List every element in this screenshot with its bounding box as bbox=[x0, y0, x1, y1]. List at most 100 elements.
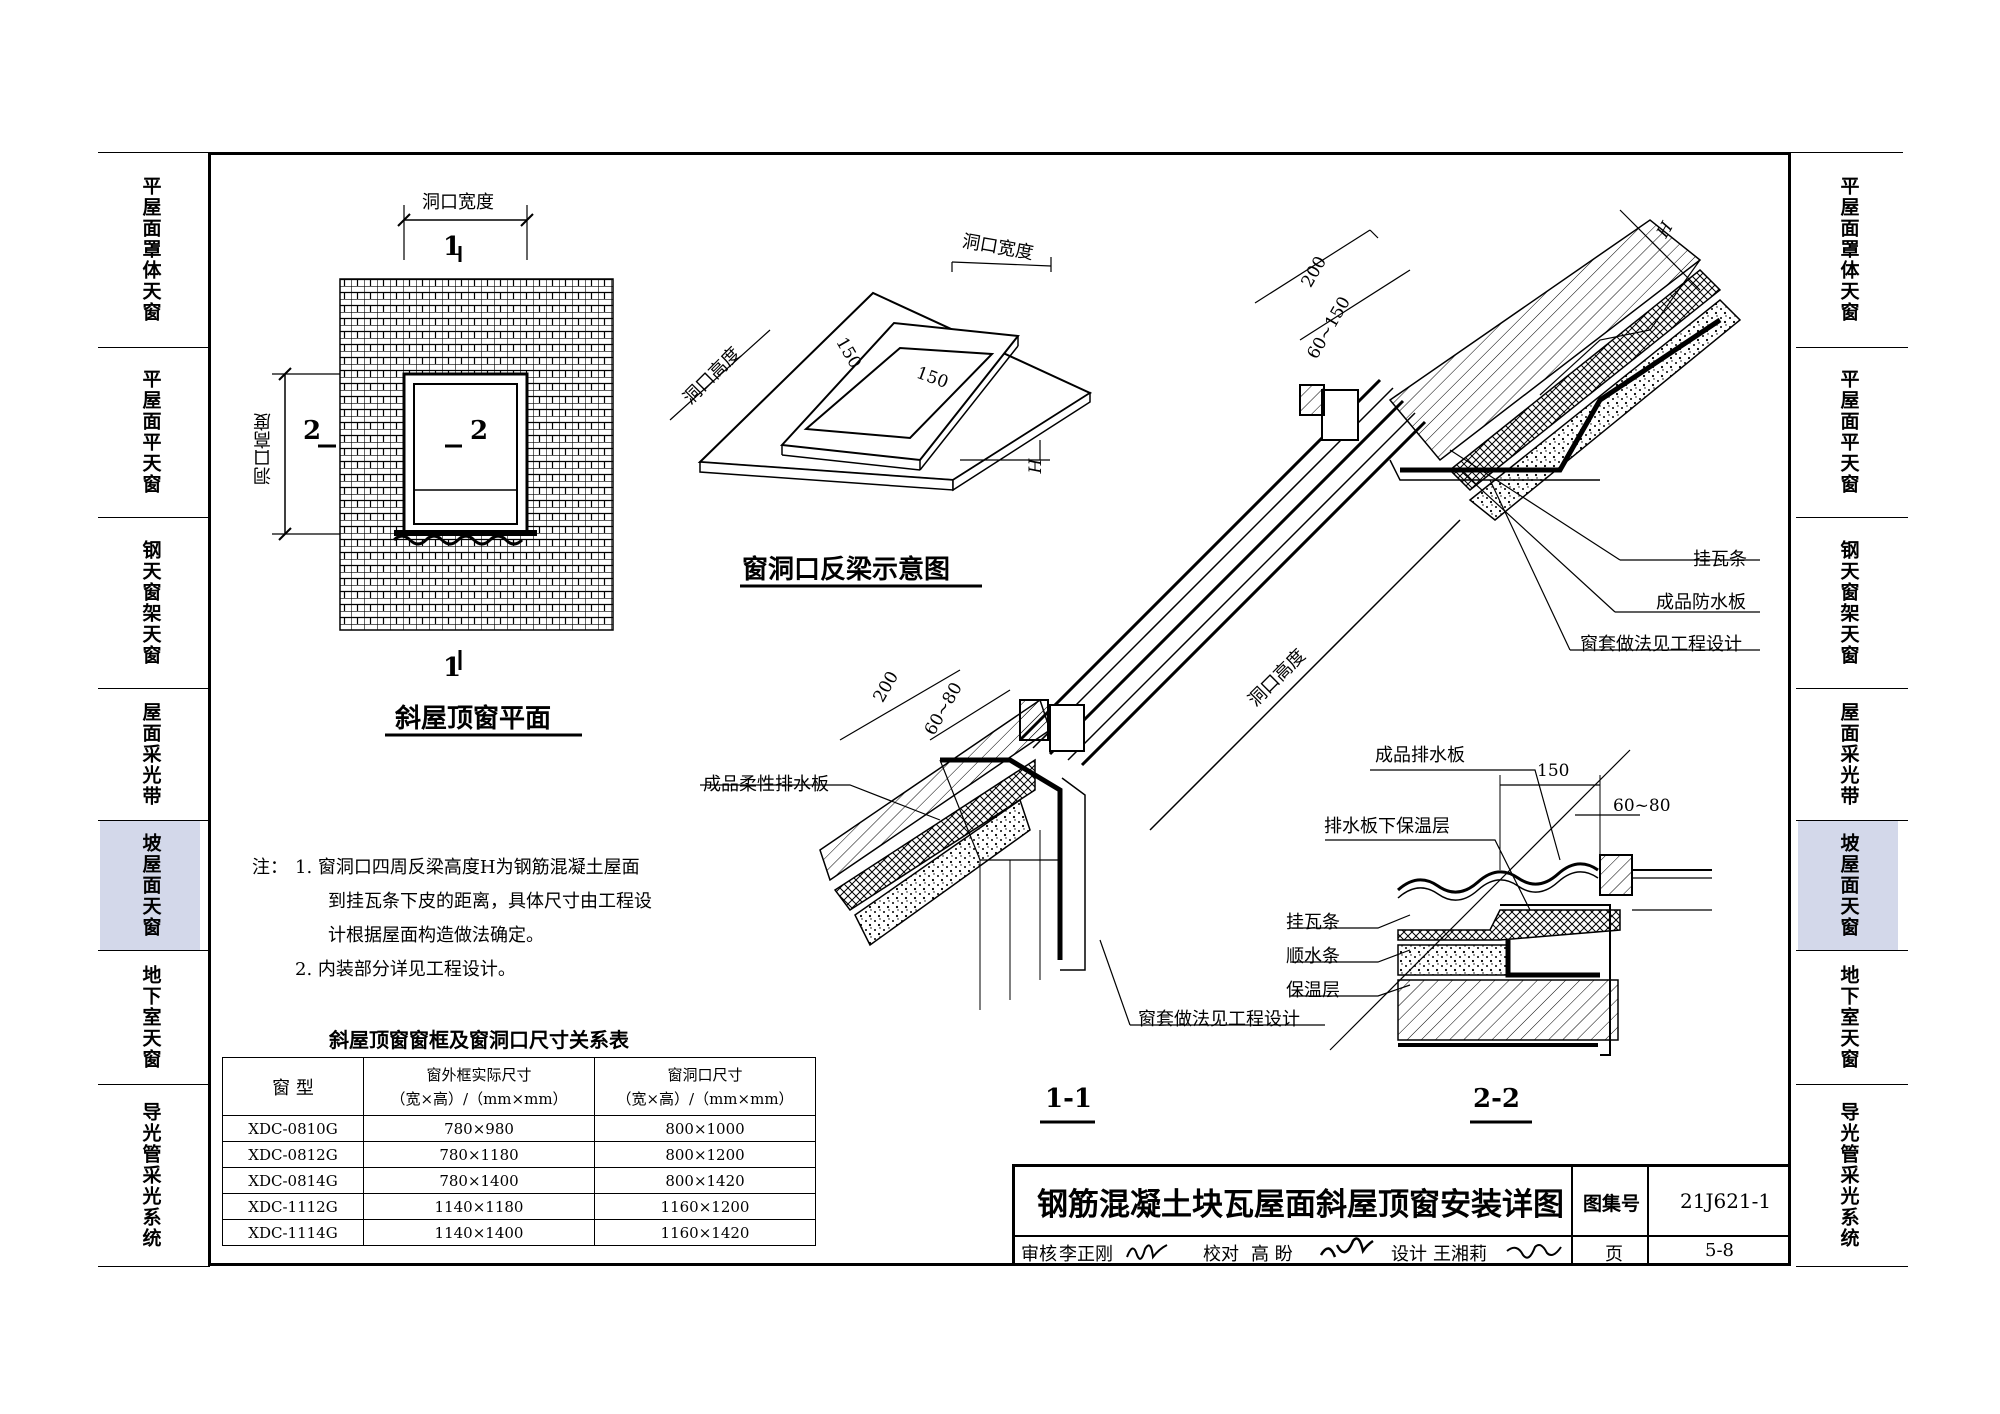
beam-dim-h: H bbox=[1023, 458, 1044, 474]
s11-label-flexible: 成品柔性排水板 bbox=[703, 774, 829, 795]
right-item-label: 坡屋面天窗 bbox=[1837, 832, 1860, 938]
review-label: 审核 bbox=[1021, 1244, 1057, 1265]
left-item[interactable]: 平屋面平天窗 bbox=[100, 347, 200, 517]
table-caption: 斜屋顶窗窗框及窗洞口尺寸关系表 bbox=[329, 1028, 629, 1052]
left-item-label: 屋面采光带 bbox=[139, 701, 162, 807]
drawing-frame bbox=[208, 152, 1791, 1266]
s22-dim-60-80: 60~80 bbox=[1613, 796, 1671, 816]
designer-signature bbox=[1506, 1244, 1562, 1259]
table-cell: 1140×1180 bbox=[363, 1193, 595, 1220]
atlas-number: 21J621-1 bbox=[1680, 1189, 1772, 1213]
table-cell: XDC-0814G bbox=[222, 1167, 364, 1194]
table-cell: 800×1420 bbox=[594, 1167, 816, 1194]
right-item-label: 地下室天窗 bbox=[1837, 964, 1860, 1070]
s22-title: 2-2 bbox=[1473, 1084, 1520, 1114]
table-cell: XDC-1112G bbox=[222, 1193, 364, 1220]
reviewer-signature bbox=[1126, 1244, 1168, 1260]
plan-view bbox=[272, 205, 614, 737]
s11-label-sleeve-bottom: 窗套做法见工程设计 bbox=[1138, 1009, 1300, 1030]
atlas-label: 图集号 bbox=[1583, 1193, 1641, 1215]
th-window-type: 窗 型 bbox=[222, 1057, 364, 1116]
plan-section-1-top: 1 bbox=[443, 232, 462, 262]
plan-section-2-right: 2 bbox=[470, 416, 489, 446]
drawing-title: 钢筋混凝土块瓦屋面斜屋顶窗安装详图 bbox=[1037, 1187, 1564, 1223]
check-label: 校对 bbox=[1203, 1244, 1239, 1265]
s11-label-waterproof: 成品防水板 bbox=[1656, 592, 1746, 613]
left-item[interactable]: 屋面采光带 bbox=[100, 688, 200, 820]
section-1-1 bbox=[700, 209, 1760, 1124]
table-cell: 1160×1420 bbox=[594, 1219, 816, 1246]
note-1b: 到挂瓦条下皮的距离，具体尺寸由工程设 bbox=[328, 891, 652, 912]
checker-name: 高 盼 bbox=[1251, 1244, 1293, 1265]
s22-dim-150: 150 bbox=[1537, 761, 1570, 781]
s11-label-sleeve-top: 窗套做法见工程设计 bbox=[1580, 634, 1742, 655]
table-cell: 1140×1400 bbox=[363, 1219, 595, 1246]
left-item-label: 平屋面平天窗 bbox=[139, 369, 162, 495]
table-cell: XDC-1114G bbox=[222, 1219, 364, 1246]
table-cell: 780×1180 bbox=[363, 1141, 595, 1168]
right-item-label: 导光管采光系统 bbox=[1837, 1101, 1860, 1249]
s22-label-guawatiao: 挂瓦条 bbox=[1286, 912, 1340, 933]
plan-height-label: 洞口高度 bbox=[253, 413, 274, 485]
left-item-label: 平屋面罩体天窗 bbox=[139, 176, 162, 323]
table-cell: 800×1000 bbox=[594, 1115, 816, 1142]
left-item[interactable]: 地下室天窗 bbox=[100, 950, 200, 1084]
reviewer-name: 李正刚 bbox=[1059, 1244, 1113, 1265]
note-1c: 计根据屋面构造做法确定。 bbox=[328, 925, 544, 946]
size-table: 窗 型 窗外框实际尺寸（宽×高）/（mm×mm） 窗洞口尺寸（宽×高）/（mm×… bbox=[222, 1057, 816, 1246]
right-item[interactable]: 平屋面罩体天窗 bbox=[1798, 152, 1898, 347]
plan-width-label: 洞口宽度 bbox=[422, 192, 494, 213]
left-item[interactable]: 钢天窗架天窗 bbox=[100, 517, 200, 688]
th-frame-size: 窗外框实际尺寸（宽×高）/（mm×mm） bbox=[363, 1057, 595, 1116]
right-item[interactable]: 地下室天窗 bbox=[1798, 950, 1898, 1084]
s22-label-insul-under: 排水板下保温层 bbox=[1324, 816, 1450, 837]
plan-section-1-bottom: 1 bbox=[443, 653, 462, 683]
left-item-label: 坡屋面天窗 bbox=[139, 832, 162, 938]
note-1a: 1. 窗洞口四周反梁高度H为钢筋混凝土屋面 bbox=[295, 857, 640, 878]
page-label: 页 bbox=[1605, 1244, 1623, 1265]
right-item-label: 平屋面罩体天窗 bbox=[1837, 176, 1860, 323]
checker-signature bbox=[1319, 1237, 1374, 1258]
table-cell: 1160×1200 bbox=[594, 1193, 816, 1220]
s22-label-insul: 保温层 bbox=[1286, 980, 1340, 1001]
table-cell: 780×980 bbox=[363, 1115, 595, 1142]
table-cell: XDC-0812G bbox=[222, 1141, 364, 1168]
table-cell: 780×1400 bbox=[363, 1167, 595, 1194]
right-item-label: 钢天窗架天窗 bbox=[1837, 539, 1860, 666]
s11-title: 1-1 bbox=[1045, 1084, 1092, 1114]
page-number: 5-8 bbox=[1705, 1240, 1734, 1261]
left-item-label: 导光管采光系统 bbox=[139, 1101, 162, 1249]
left-item-label: 钢天窗架天窗 bbox=[139, 539, 162, 666]
section-2-2 bbox=[1290, 769, 1712, 1124]
design-label: 设计 bbox=[1391, 1244, 1427, 1265]
left-item[interactable]: 坡屋面天窗 bbox=[100, 820, 200, 950]
s22-label-drain: 成品排水板 bbox=[1375, 745, 1465, 766]
note-2: 2. 内装部分详见工程设计。 bbox=[295, 959, 516, 980]
beam-title: 窗洞口反梁示意图 bbox=[742, 555, 951, 585]
right-item-label: 屋面采光带 bbox=[1837, 701, 1860, 807]
notes-head: 注： bbox=[252, 857, 288, 878]
th-opening-size: 窗洞口尺寸（宽×高）/（mm×mm） bbox=[594, 1057, 816, 1116]
right-item[interactable]: 坡屋面天窗 bbox=[1798, 820, 1898, 950]
left-item[interactable]: 导光管采光系统 bbox=[100, 1084, 200, 1266]
s22-label-shunshui: 顺水条 bbox=[1286, 946, 1340, 967]
right-item[interactable]: 屋面采光带 bbox=[1798, 688, 1898, 820]
designer-name: 王湘莉 bbox=[1433, 1244, 1487, 1265]
table-cell: 800×1200 bbox=[594, 1141, 816, 1168]
beam-schematic bbox=[669, 257, 1093, 588]
plan-title: 斜屋顶窗平面 bbox=[395, 704, 552, 734]
title-block: 钢筋混凝土块瓦屋面斜屋顶窗安装详图 图集号 21J621-1 审核 李正刚 校对… bbox=[1012, 1164, 1788, 1265]
right-item[interactable]: 钢天窗架天窗 bbox=[1798, 517, 1898, 688]
left-item[interactable]: 平屋面罩体天窗 bbox=[100, 152, 200, 347]
right-item[interactable]: 平屋面平天窗 bbox=[1798, 347, 1898, 517]
right-item-label: 平屋面平天窗 bbox=[1837, 369, 1860, 495]
s11-label-guawatiao: 挂瓦条 bbox=[1693, 549, 1747, 570]
table-cell: XDC-0810G bbox=[222, 1115, 364, 1142]
right-item[interactable]: 导光管采光系统 bbox=[1798, 1084, 1898, 1266]
